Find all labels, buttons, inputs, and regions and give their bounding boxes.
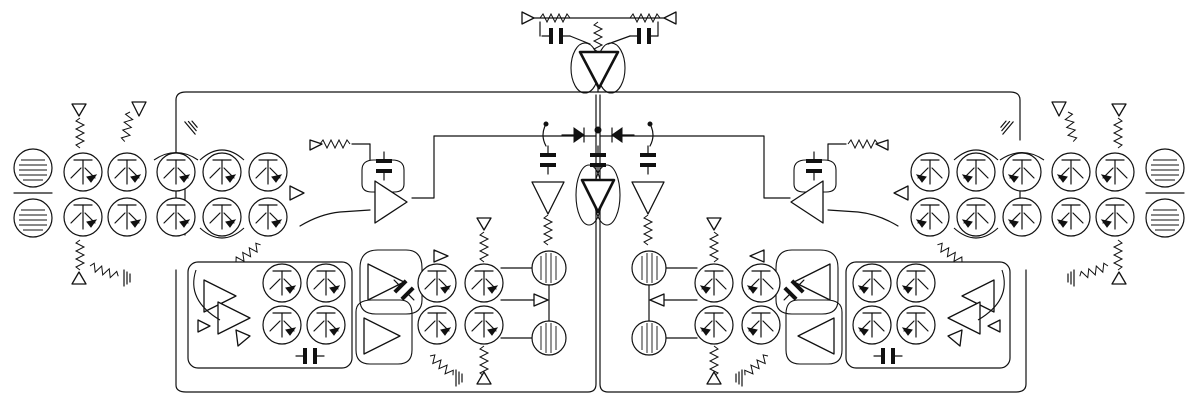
amplifier-icon <box>790 180 824 224</box>
transistor-icon <box>694 305 734 345</box>
transistor-icon <box>156 197 196 237</box>
transistor-icon <box>852 263 892 303</box>
transistor-icon <box>248 152 288 192</box>
vacuum-tube-icon <box>13 148 53 188</box>
transistor-icon <box>464 305 504 345</box>
transistor-icon <box>1051 197 1091 237</box>
center-amplifier-block <box>531 121 665 246</box>
transistor-icon <box>202 197 242 237</box>
transistor-icon <box>896 305 936 345</box>
transistor-icon <box>741 305 781 345</box>
vacuum-tube-icon <box>1145 148 1185 188</box>
transistor-icon <box>896 263 936 303</box>
vacuum-tube-icon <box>1145 198 1185 238</box>
transistor-icon <box>1002 197 1042 237</box>
vacuum-tube-icon <box>631 250 667 286</box>
transistor-icon <box>1095 152 1135 192</box>
vacuum-tube-icon <box>13 198 53 238</box>
transistor-icon <box>910 152 950 192</box>
vacuum-tube-icon <box>531 250 567 286</box>
right-section <box>631 101 1185 387</box>
top-amplifier-icon <box>578 50 620 90</box>
transistor-icon <box>306 263 346 303</box>
transistor-icon <box>956 152 996 192</box>
transistor-icon <box>852 305 892 345</box>
capacitor-icon <box>629 27 659 45</box>
transistor-icon <box>741 263 781 303</box>
transistor-icon <box>262 305 302 345</box>
transistor-icon <box>306 305 346 345</box>
transistor-icon <box>1095 197 1135 237</box>
transistor-icon <box>1051 152 1091 192</box>
top-center-amplifier-block <box>521 11 677 94</box>
left-section <box>13 101 567 387</box>
center-amplifier-icon <box>580 178 616 214</box>
transistor-icon <box>63 197 103 237</box>
transistor-icon <box>417 305 457 345</box>
transistor-icon <box>63 152 103 192</box>
amplifier-icon <box>374 180 408 224</box>
transistor-icon <box>694 263 734 303</box>
vacuum-tube-icon <box>531 320 567 356</box>
transistor-icon <box>910 197 950 237</box>
transistor-icon <box>1002 152 1042 192</box>
capacitor-icon <box>541 27 571 45</box>
transistor-icon <box>107 152 147 192</box>
transistor-icon <box>464 263 504 303</box>
transistor-icon <box>202 152 242 192</box>
transistor-icon <box>248 197 288 237</box>
vacuum-tube-icon <box>631 320 667 356</box>
transistor-icon <box>156 152 196 192</box>
frame-wires <box>175 59 1027 393</box>
transistor-icon <box>956 197 996 237</box>
transistor-icon <box>417 263 457 303</box>
transistor-icon <box>262 263 302 303</box>
transistor-icon <box>107 197 147 237</box>
